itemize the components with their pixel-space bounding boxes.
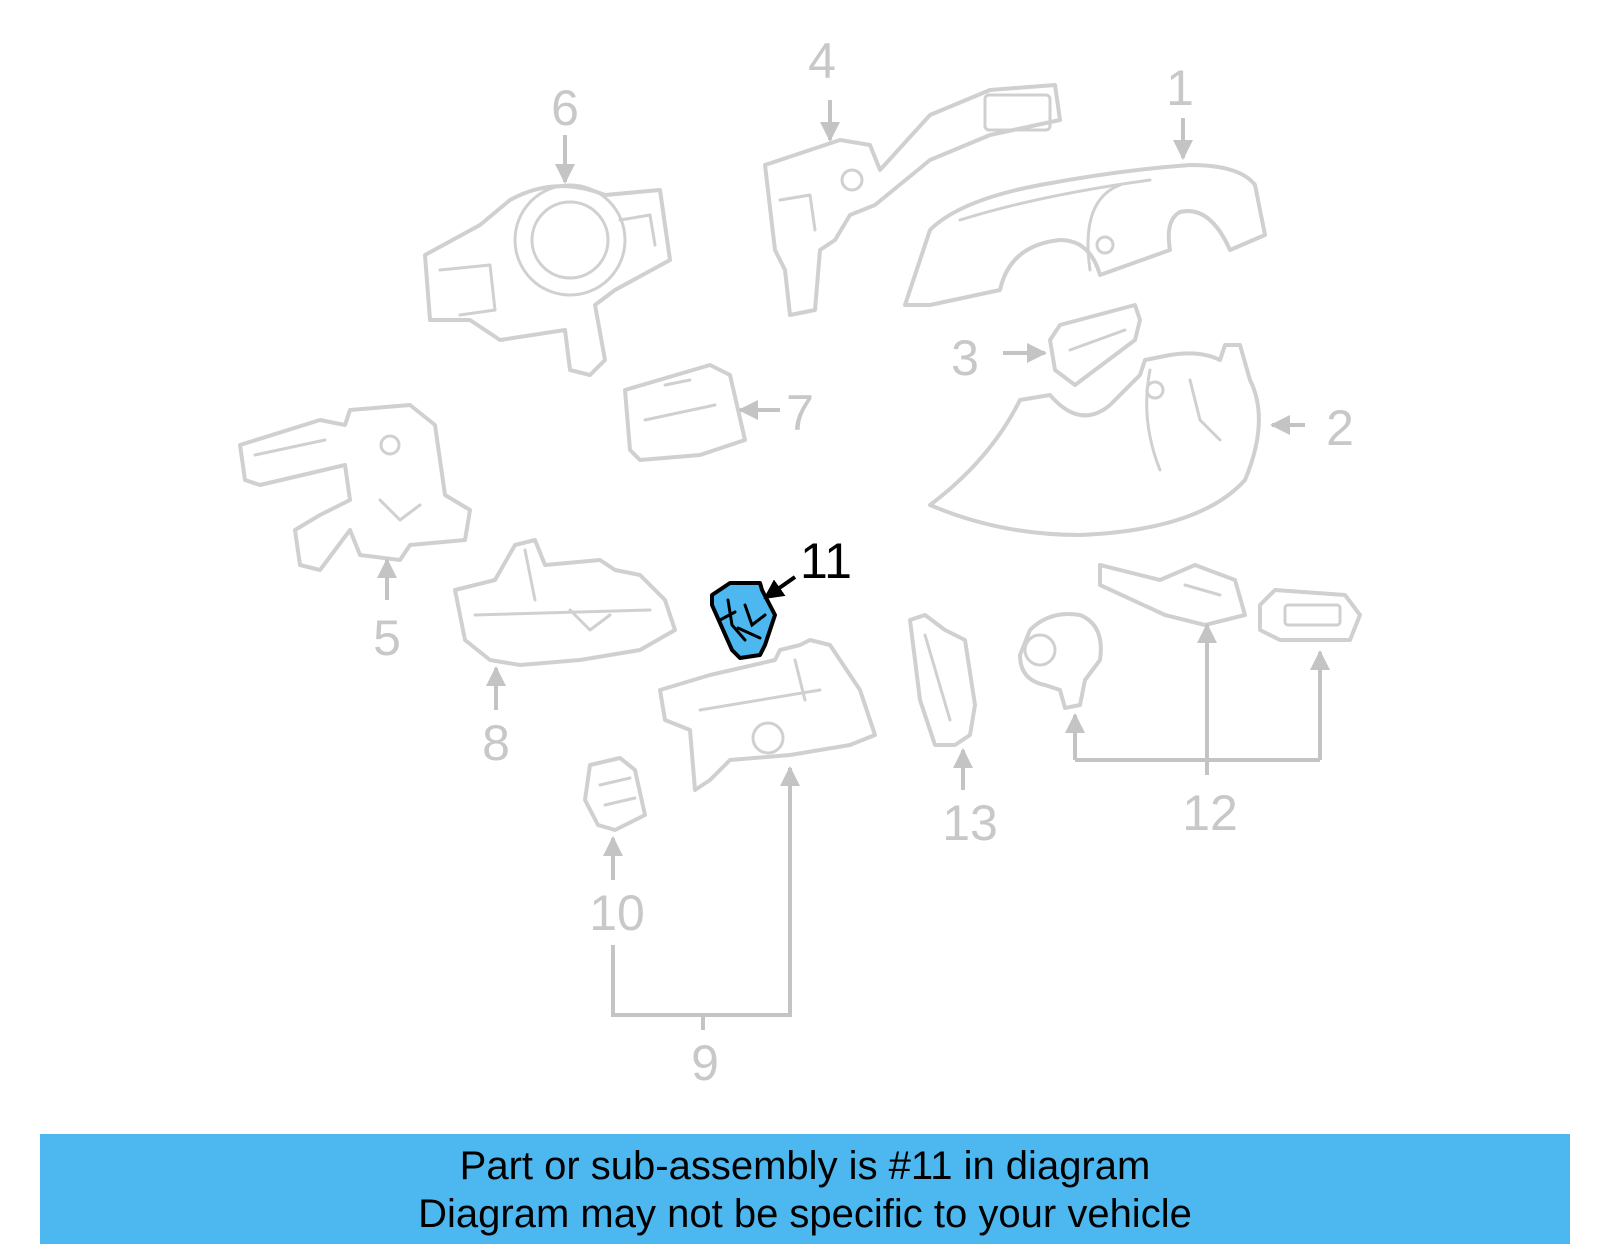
callout-5: 5 (373, 610, 401, 666)
part-1-upper-column-cover[interactable] (903, 163, 1267, 307)
callout-11-highlighted: 11 (800, 533, 852, 589)
part-2-lower-column-cover[interactable] (928, 343, 1261, 537)
callout-labels: 1 2 3 4 5 6 7 8 9 10 12 13 11 (373, 33, 1354, 1091)
part-7-module[interactable] (623, 363, 747, 462)
part-3-bracket[interactable] (1048, 303, 1142, 387)
callout-1: 1 (1166, 60, 1194, 116)
callout-13: 13 (942, 795, 998, 851)
callout-3: 3 (951, 330, 979, 386)
part-12-lock-cylinder[interactable] (1018, 612, 1103, 710)
callout-2: 2 (1326, 400, 1354, 456)
callout-9: 9 (691, 1035, 719, 1091)
callout-10: 10 (589, 885, 645, 941)
banner-part-line: Part or sub-assembly is #11 in diagram (459, 1144, 1151, 1188)
info-banner: Part or sub-assembly is #11 in diagram D… (40, 1134, 1570, 1244)
parts-diagram: 1 2 3 4 5 6 7 8 9 10 12 13 11 (238, 33, 1362, 1091)
part-12-remote-fob[interactable] (1258, 588, 1362, 642)
callout-7: 7 (786, 385, 814, 441)
part-13-trim-piece[interactable] (908, 613, 977, 747)
callout-12: 12 (1182, 785, 1238, 841)
banner-disclaimer-line: Diagram may not be specific to your vehi… (418, 1192, 1192, 1236)
part-12-key[interactable] (1098, 563, 1247, 627)
part-5-left-stalk-switch[interactable] (238, 403, 472, 572)
part-11-highlighted[interactable] (710, 581, 777, 660)
part-4-combination-switch[interactable] (763, 83, 1062, 317)
callout-6: 6 (551, 80, 579, 136)
part-8-bracket-assembly[interactable] (453, 538, 677, 667)
part-9-lock-housing[interactable] (658, 638, 877, 792)
callout-8: 8 (482, 715, 510, 771)
callout-4: 4 (808, 33, 836, 89)
part-6-clock-spring[interactable] (423, 183, 672, 377)
leader-lines (377, 100, 1330, 1030)
part-10-small-switch[interactable] (583, 756, 647, 832)
